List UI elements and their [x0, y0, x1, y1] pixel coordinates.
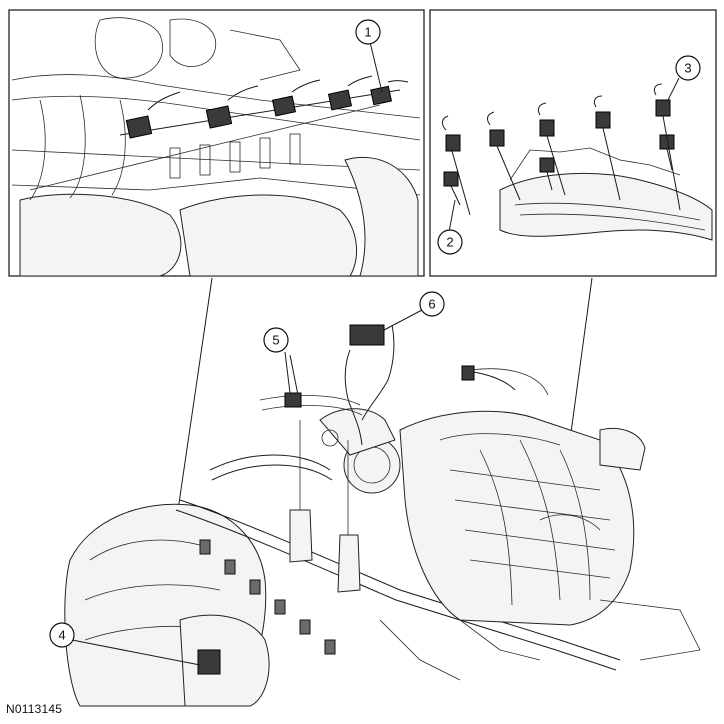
- svg-text:4: 4: [58, 628, 65, 643]
- main-engine-view: [64, 277, 701, 707]
- detail-inset-left: [8, 9, 425, 277]
- detail-inset-right: [429, 9, 717, 277]
- figure-id: N0113145: [6, 702, 63, 716]
- injector-harness-right: [441, 83, 681, 216]
- callout-1: 1: [355, 19, 381, 45]
- svg-text:1: 1: [364, 25, 371, 40]
- svg-text:5: 5: [272, 333, 279, 348]
- svg-text:3: 3: [684, 61, 691, 76]
- svg-text:2: 2: [446, 235, 453, 250]
- injector-cluster-left: [197, 539, 336, 675]
- callout-3: 3: [675, 55, 701, 81]
- callout-6: 6: [419, 291, 445, 317]
- svg-text:6: 6: [428, 297, 435, 312]
- callout-5: 5: [263, 327, 289, 353]
- callout-2: 2: [437, 229, 463, 255]
- callout-4: 4: [49, 622, 75, 648]
